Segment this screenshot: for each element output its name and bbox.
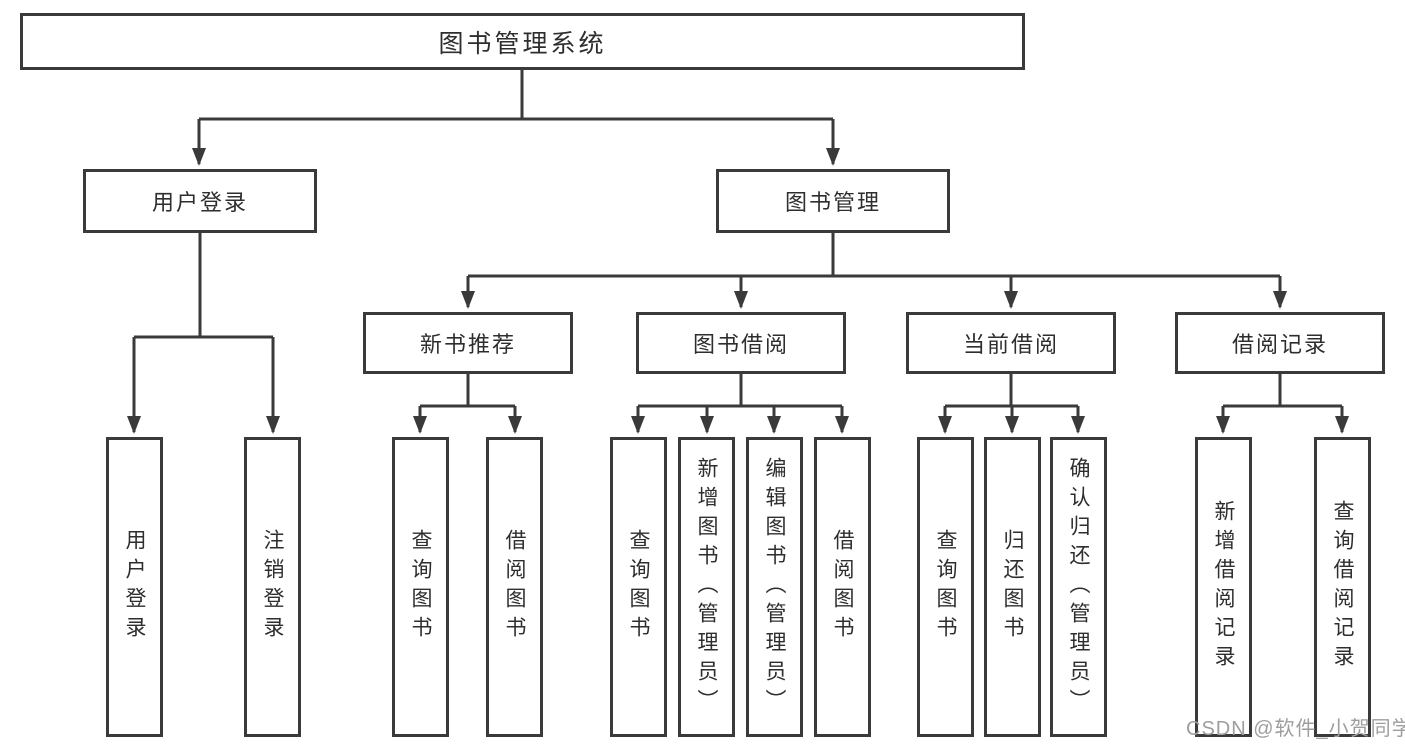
leaf-current-query-books: 查询图书 [917,437,974,737]
leaf-recommend-query-books: 查询图书 [392,437,449,737]
leaf-user-login: 用户登录 [106,437,163,737]
leaf-query-borrow-record: 查询借阅记录 [1314,437,1371,737]
leaf-logout: 注销登录 [244,437,301,737]
leaf-borrowing-query-books: 查询图书 [610,437,667,737]
node-new-book-recommendation: 新书推荐 [363,312,573,374]
node-library-management-system: 图书管理系统 [20,13,1025,70]
leaf-add-book-admin: 新增图书（管理员） [678,437,735,737]
leaf-add-borrow-record: 新增借阅记录 [1195,437,1252,737]
node-current-borrowing: 当前借阅 [906,312,1116,374]
node-borrowing-records: 借阅记录 [1175,312,1385,374]
leaf-borrowing-borrow-books: 借阅图书 [814,437,871,737]
csdn-watermark: CSDN @软件_小贺同学 [1186,718,1405,740]
node-user-login: 用户登录 [83,169,317,233]
leaf-edit-book-admin: 编辑图书（管理员） [746,437,803,737]
leaf-recommend-borrow-books: 借阅图书 [486,437,543,737]
leaf-return-books: 归还图书 [984,437,1041,737]
leaf-confirm-return-admin: 确认归还（管理员） [1050,437,1107,737]
node-book-borrowing: 图书借阅 [636,312,846,374]
node-book-management: 图书管理 [716,169,950,233]
